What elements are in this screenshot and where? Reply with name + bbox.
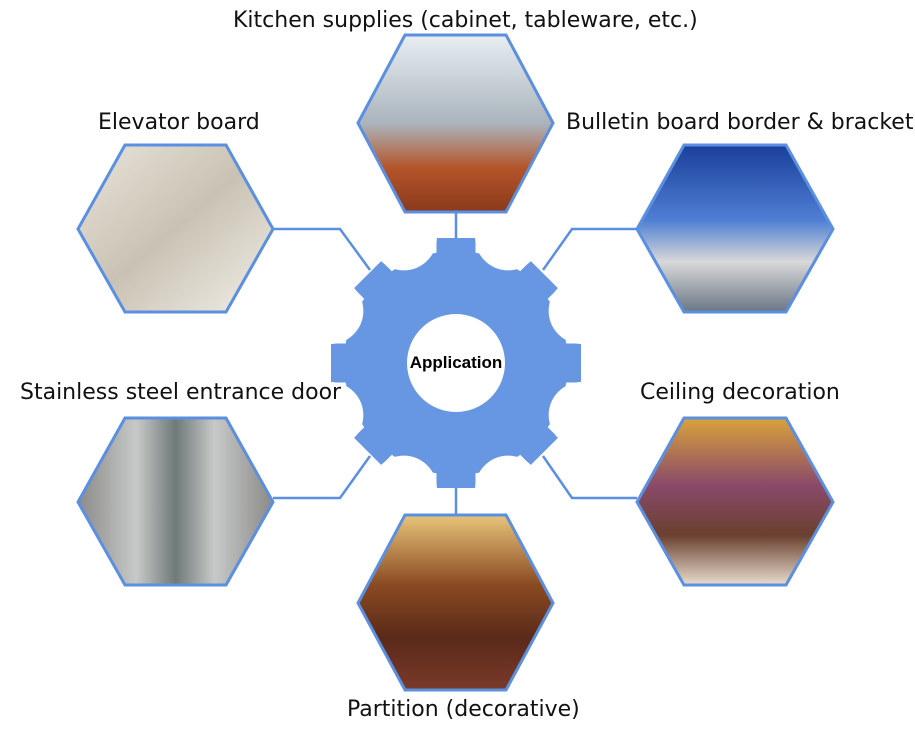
elevator-image bbox=[76, 143, 275, 314]
kitchen-image bbox=[356, 33, 555, 214]
center-label: Application bbox=[409, 353, 503, 372]
label-partition: Partition (decorative) bbox=[347, 697, 580, 722]
partition-image bbox=[356, 513, 555, 692]
connector-door bbox=[273, 455, 372, 500]
connector-bulletin bbox=[541, 227, 637, 271]
label-kitchen: Kitchen supplies (cabinet, tableware, et… bbox=[233, 8, 698, 33]
connector-lines bbox=[273, 212, 637, 515]
ceiling-image bbox=[635, 416, 835, 587]
door-image bbox=[76, 416, 275, 587]
label-elevator: Elevator board bbox=[98, 110, 260, 135]
bulletin-image bbox=[635, 143, 835, 314]
gear-icon bbox=[297, 204, 615, 522]
label-bulletin: Bulletin board border & bracket bbox=[566, 110, 914, 135]
label-ceiling: Ceiling decoration bbox=[640, 380, 840, 405]
label-door: Stainless steel entrance door bbox=[20, 380, 342, 405]
connector-ceiling bbox=[541, 455, 637, 500]
connector-elevator bbox=[273, 227, 372, 271]
